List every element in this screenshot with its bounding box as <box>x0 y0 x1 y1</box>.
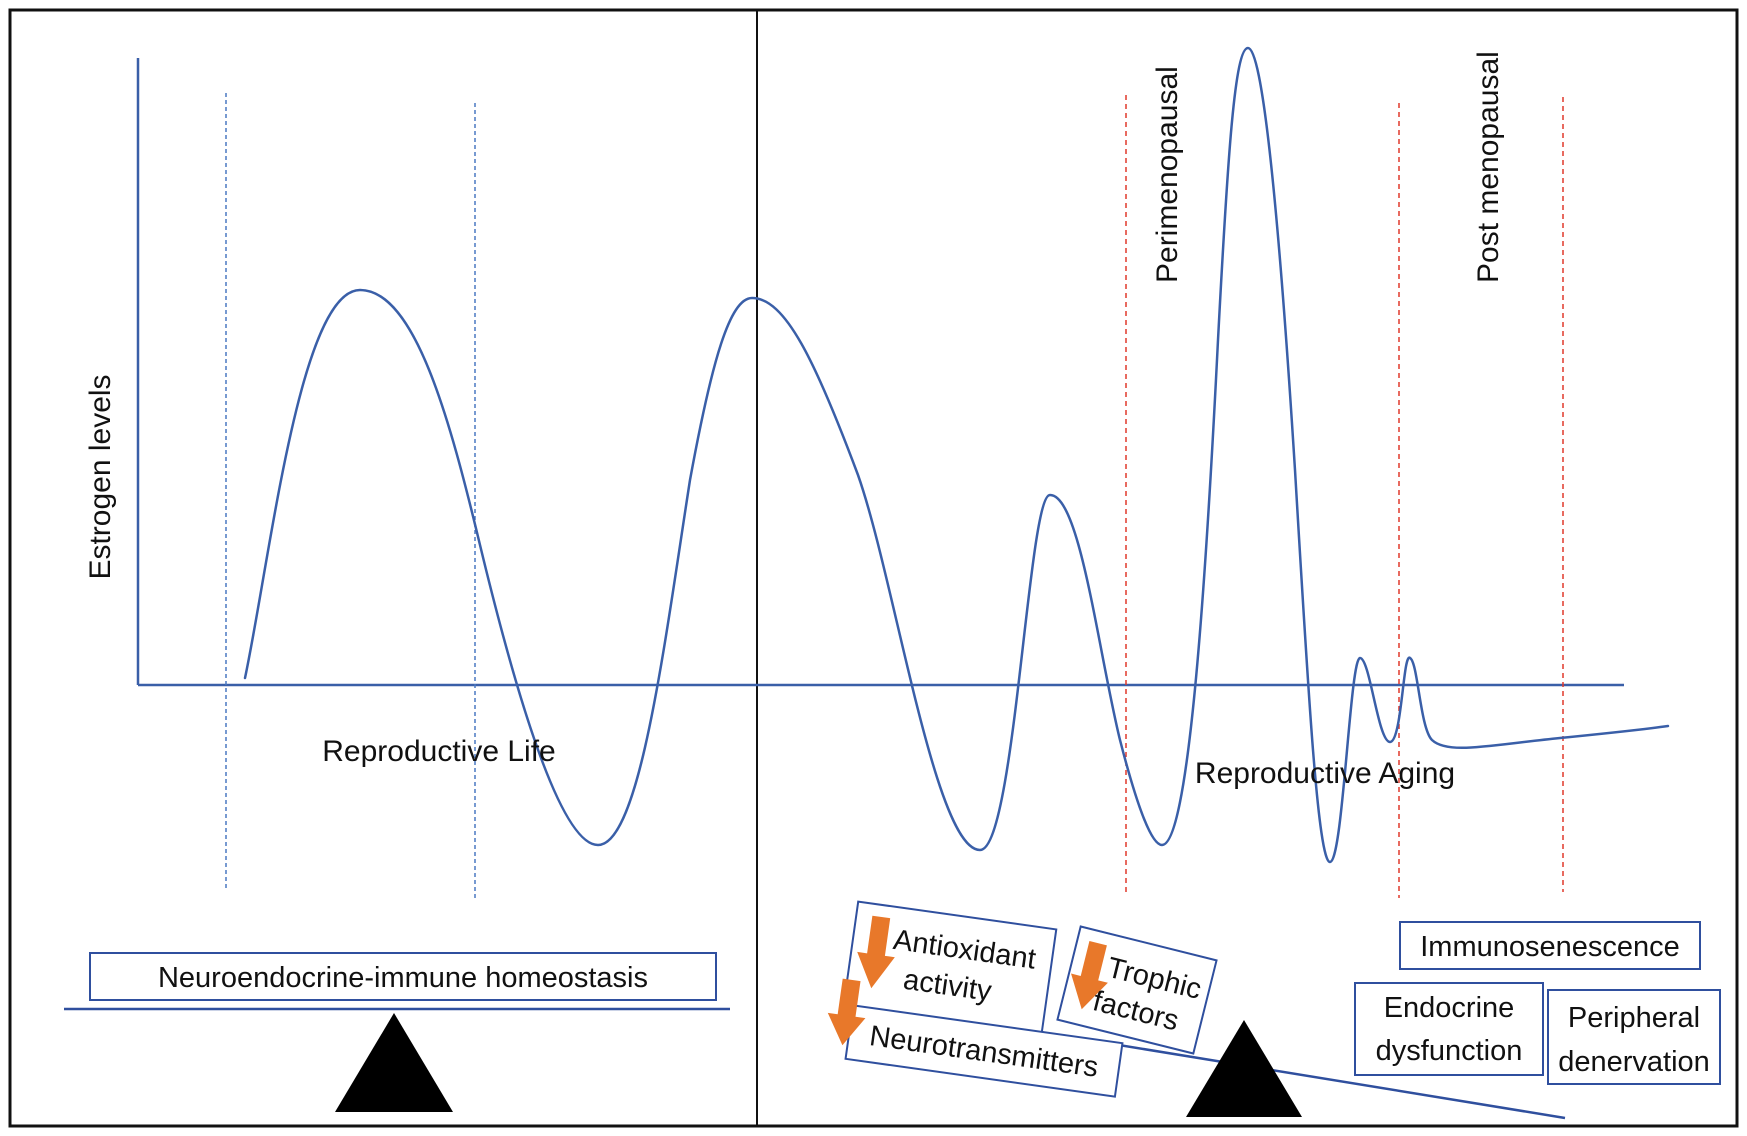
antioxidant-activity-box: Antioxidant activity <box>842 900 1058 1034</box>
down-arrow-icon <box>857 915 895 989</box>
immunosenescence-box <box>1399 921 1701 970</box>
endocrine-line-2: dysfunction <box>1376 1035 1523 1067</box>
reproductive-aging-label: Reproductive Aging <box>1195 757 1455 790</box>
figure-frame <box>8 8 1739 1128</box>
endocrine-dysfunction-box <box>1354 982 1544 1076</box>
y-axis-label: Estrogen levels <box>84 374 117 579</box>
down-arrow-icon <box>1071 941 1108 1010</box>
fulcrum-left <box>335 1013 453 1112</box>
estrogen-curve <box>243 46 1670 864</box>
immunosenescence-label: Immunosenescence <box>1420 931 1680 963</box>
perimenopausal-label: Perimenopausal <box>1151 66 1184 283</box>
trophic-factors-box: Trophic factors <box>1056 925 1218 1055</box>
fulcrum-right <box>1186 1020 1302 1117</box>
peripheral-denervation-box <box>1547 989 1721 1085</box>
down-arrow-icon <box>827 978 866 1046</box>
peripheral-line-2: denervation <box>1558 1046 1710 1078</box>
homeostasis-label: Neuroendocrine-immune homeostasis <box>158 962 648 994</box>
peripheral-line-1: Peripheral <box>1568 1002 1700 1034</box>
post-menopausal-label: Post menopausal <box>1472 51 1505 283</box>
reproductive-life-label: Reproductive Life <box>322 735 555 768</box>
endocrine-line-1: Endocrine <box>1384 992 1515 1024</box>
homeostasis-box <box>89 952 717 1001</box>
